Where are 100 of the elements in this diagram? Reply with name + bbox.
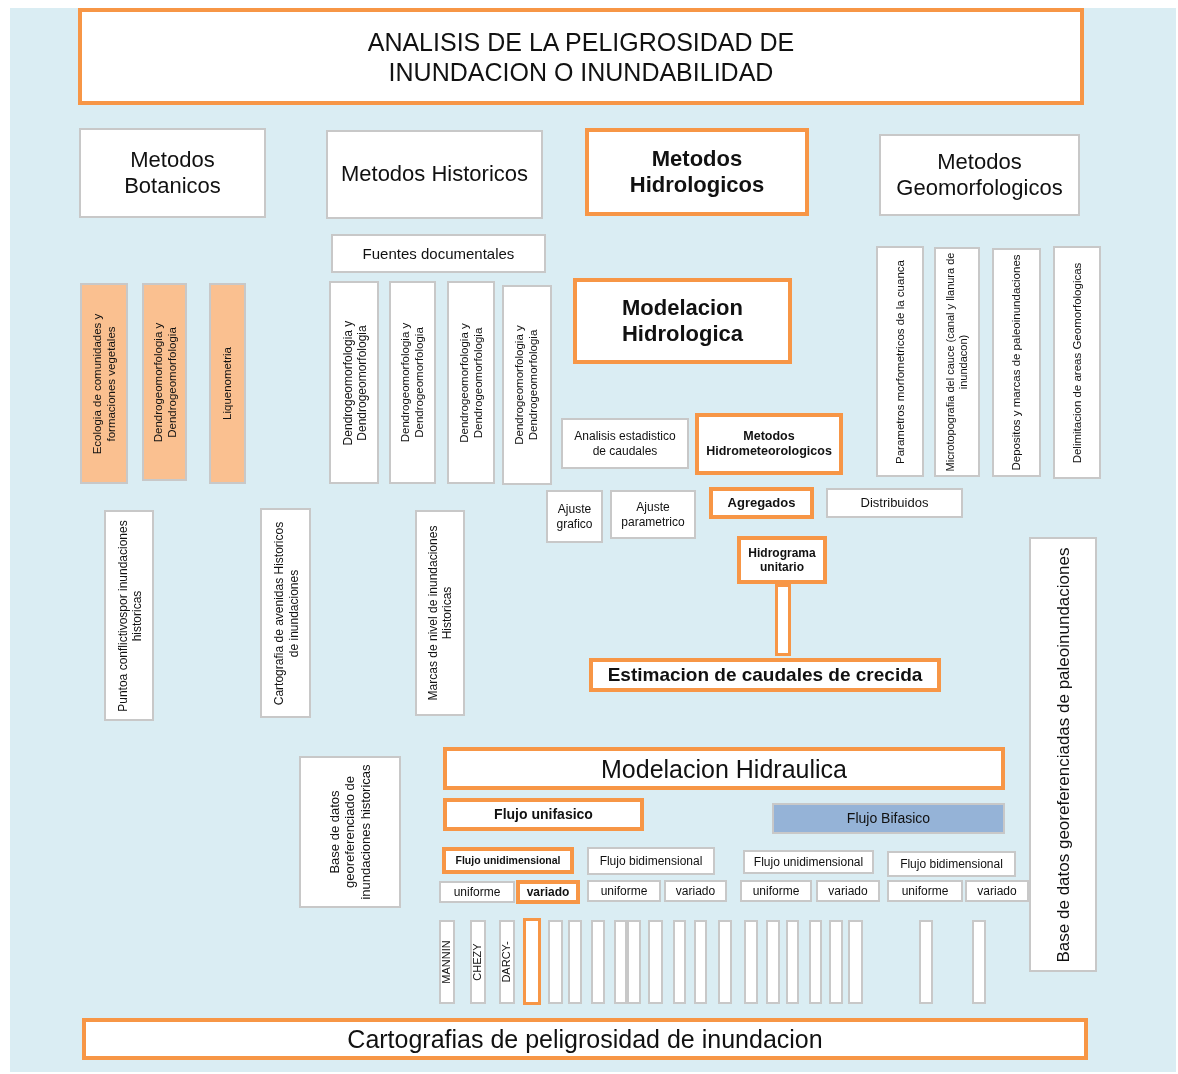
box-label: Cartografias de peligrosidad de inundacion <box>346 1024 824 1055</box>
empty-box <box>775 584 791 656</box>
empty-box <box>694 920 707 1004</box>
method-box <box>876 246 924 477</box>
box-label: DARCY- <box>501 940 513 985</box>
box-label: Marcas de nivel de inundaciones Historicas <box>424 524 455 703</box>
method-box <box>502 285 552 485</box>
box-label: MANNIN <box>441 939 453 986</box>
empty-box <box>568 920 582 1004</box>
box-label: Metodos Historicos <box>339 160 530 189</box>
method-box <box>79 128 266 218</box>
method-box <box>992 248 1041 477</box>
method-box <box>209 283 246 484</box>
box-label: Flujo Bifasico <box>845 809 932 829</box>
box-label: variado <box>525 884 571 900</box>
method-box <box>516 880 580 904</box>
box-label: Flujo bidimensional <box>899 855 1004 873</box>
method-box <box>587 880 661 902</box>
box-label: Metodos Botanicos <box>123 145 222 200</box>
box-label: Dendrogeomorfologia y Dendrogeomorfologia <box>338 319 370 447</box>
empty-box <box>648 920 663 1004</box>
empty-box <box>809 920 822 1004</box>
box-label: Distribuidos <box>859 494 930 513</box>
method-box <box>1029 537 1097 972</box>
box-label: Analisis estadistico de caudales <box>573 428 677 460</box>
method-box <box>443 798 644 831</box>
empty-box <box>744 920 758 1004</box>
method-box <box>499 920 515 1004</box>
method-box <box>887 880 963 902</box>
method-box <box>443 747 1005 790</box>
empty-box <box>591 920 605 1004</box>
box-label: Modelacion Hidrologica <box>621 293 744 348</box>
box-label: Flujo bidimensional <box>598 852 704 870</box>
empty-box <box>614 920 627 1004</box>
method-box <box>442 847 574 874</box>
empty-box <box>548 920 563 1004</box>
box-label: variado <box>976 882 1018 900</box>
box-label: Cartografia de avenidas Historicos de inundaciones <box>270 520 301 707</box>
method-box <box>82 1018 1088 1060</box>
box-label: variado <box>827 882 869 900</box>
box-label: Microtopografia del cauce (canal y llanura de inundacon) <box>942 251 970 474</box>
method-box <box>329 281 379 484</box>
empty-box <box>829 920 843 1004</box>
method-box <box>664 880 727 902</box>
method-box <box>447 281 495 484</box>
box-label: uniforme <box>452 883 502 901</box>
empty-box <box>718 920 732 1004</box>
method-box <box>389 281 436 484</box>
method-box <box>546 490 603 543</box>
method-box <box>80 283 128 484</box>
method-box <box>695 413 843 475</box>
box-label: Hidrograma unitario <box>747 544 817 576</box>
box-label: Parametros morfometricos de la cuanca <box>892 258 907 466</box>
box-label: uniforme <box>751 882 801 900</box>
method-box <box>709 487 814 519</box>
box-label: CHEZY <box>472 942 484 983</box>
box-label: ANALISIS DE LA PELIGROSIDAD DE INUNDACION O INUNDABILIDAD <box>366 26 796 88</box>
box-label: Metodos Hidrometeorologicos <box>705 428 833 460</box>
method-box <box>104 510 154 721</box>
method-box <box>331 234 546 273</box>
box-label: Puntoa conflictivospor inundaciones historicas <box>113 518 144 714</box>
box-label: Dendrogeomorfologia y Dendrogeomorfologia <box>456 321 485 445</box>
method-box <box>573 278 792 364</box>
box-label: variado <box>674 882 717 900</box>
empty-box <box>848 920 863 1004</box>
method-box <box>816 880 880 902</box>
box-label: Metodos Hidrologicos <box>628 144 766 199</box>
box-label: Base de datos georeferenciadas de paleoinundaciones <box>1051 546 1073 964</box>
method-box <box>934 247 980 477</box>
method-box <box>743 850 874 874</box>
empty-box <box>972 920 986 1004</box>
method-box <box>415 510 465 716</box>
box-label: uniforme <box>599 882 649 900</box>
method-box <box>740 880 812 902</box>
box-label: Flujo unifasico <box>493 805 594 825</box>
method-box <box>1053 246 1101 479</box>
box-label: Ajuste parametrico <box>620 499 686 531</box>
method-box <box>887 851 1016 877</box>
method-box <box>587 847 715 875</box>
method-box <box>585 128 809 216</box>
box-label: Estimacion de caudales de crecida <box>606 662 924 687</box>
box-label: Dendrogeomorfologia y Dendrogeomorfologia <box>512 324 540 447</box>
box-label: Depositos y marcas de paleoinundaciones <box>1008 253 1023 473</box>
method-box <box>470 920 486 1004</box>
box-label: Base de datos georeferenciado de inundaciones historicas <box>325 763 374 902</box>
method-box <box>826 488 963 518</box>
box-label: Ajuste grafico <box>555 501 594 533</box>
empty-box <box>919 920 933 1004</box>
method-box <box>737 536 827 584</box>
method-box <box>299 756 401 908</box>
method-box <box>965 880 1029 902</box>
box-label: Dendrogeomorfologia y Dendrogeomorfologia <box>397 321 426 445</box>
method-box <box>589 658 941 692</box>
method-box <box>142 283 187 481</box>
method-box <box>439 920 455 1004</box>
box-label: Flujo unidimensional <box>454 853 562 869</box>
box-label: Flujo unidimensional <box>752 853 865 871</box>
empty-box <box>786 920 799 1004</box>
box-label: Dendrogeomorfologia y Dendrogeomorfologia <box>149 321 179 444</box>
box-label: Delimitacion de areas Geomorfologicas <box>1069 261 1084 465</box>
